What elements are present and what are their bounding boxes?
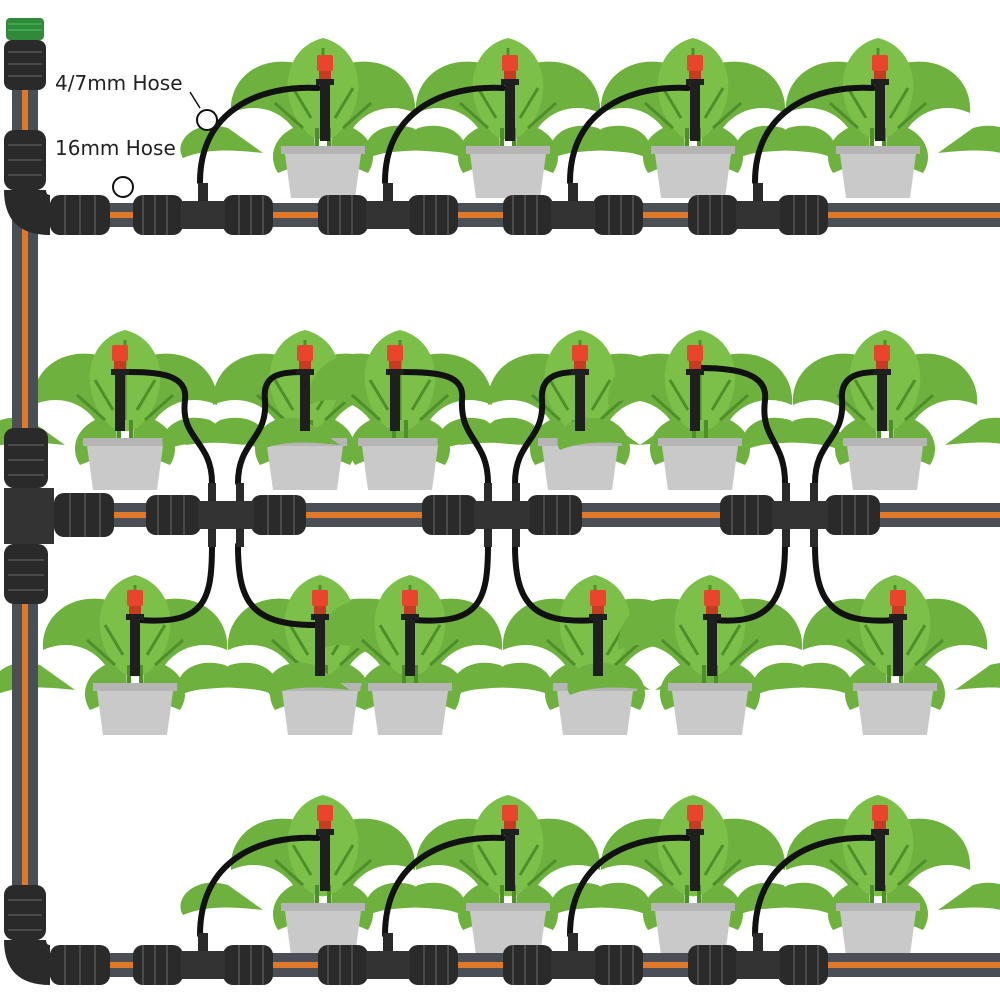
small-hose-label: 4/7mm Hose bbox=[55, 71, 183, 95]
tee-connector-icon bbox=[132, 182, 274, 236]
micro-tubes bbox=[127, 84, 898, 938]
callout-marker bbox=[112, 176, 134, 198]
callout-marker bbox=[196, 109, 218, 131]
cross-connector-icon bbox=[421, 482, 583, 548]
tee-connector-icon bbox=[4, 428, 114, 604]
cross-fittings bbox=[145, 482, 881, 548]
elbow-connector-icon bbox=[4, 885, 110, 985]
trunk-fittings bbox=[4, 18, 114, 985]
tee-connector-icon bbox=[132, 932, 274, 986]
small-hose-callout: 4/7mm Hose bbox=[55, 71, 218, 131]
cross-connector-icon bbox=[145, 482, 307, 548]
elbow-connector-icon bbox=[4, 130, 110, 235]
plant-row-2 bbox=[0, 328, 1000, 492]
cross-connector-icon bbox=[719, 482, 881, 548]
main-hose-callout: 16mm Hose bbox=[55, 136, 176, 198]
plant-row-3 bbox=[0, 573, 1000, 737]
plant-pot-icon bbox=[750, 573, 1000, 737]
tap-adapter-icon bbox=[4, 18, 46, 90]
main-hose-label: 16mm Hose bbox=[55, 136, 176, 160]
